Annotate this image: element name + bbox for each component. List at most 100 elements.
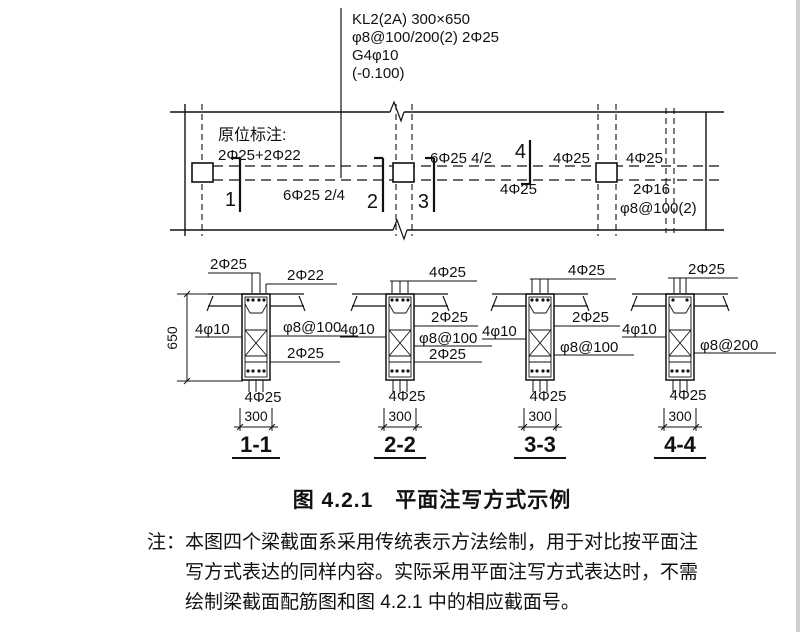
figure-caption: 图 4.2.1 平面注写方式示例 [292,489,572,512]
upper-right-bars-label: 2Φ25 [431,309,468,326]
column [595,162,618,183]
section-2-2 [340,280,492,459]
web-x-pattern [244,329,268,357]
top-bars-label: 4Φ25 [429,264,466,281]
break-tick [206,295,214,312]
section-title: 4-4 [664,432,697,457]
width-dim-text: 300 [244,408,268,424]
web-x-pattern [668,329,692,357]
note-label: 注： [147,532,186,553]
break-symbol [392,218,408,241]
section-mark-1 [231,156,242,212]
mark1-number: 1 [225,189,236,211]
stirrup-topbar-label: φ8@100/200(2) 2Φ25 [352,29,499,46]
note-line: 本图四个梁截面系采用传统表示方法绘制，用于对比按平面注 [185,532,699,553]
rebar-dots [530,298,550,373]
span2-top-bars: 6Φ25 4/2 [430,150,492,167]
bottom-bars-label: 4Φ25 [670,387,707,404]
break-tick [582,295,590,312]
width-dim-text: 300 [528,408,552,424]
rebar-dots [670,298,690,373]
support3-top-right-bars: 4Φ25 [626,150,663,167]
top-left-bars-label: 2Φ25 [210,256,247,273]
scan-page-edge [796,0,800,632]
break-tick [350,295,358,312]
width-dimension [234,408,278,431]
plan-top-edge [170,100,724,123]
break-tick [722,295,730,312]
web-x-pattern [528,329,552,357]
mark4-number: 4 [515,141,526,163]
span1-bottom-bars: 6Φ25 2/4 [283,187,345,204]
stirrup-label: φ8@100 [419,330,477,347]
height-dimension [177,290,243,385]
section-2-2-labels: 4Φ25 2Φ25 4φ10 φ8@100 2Φ25 4Φ25 300 2-2 [340,264,477,457]
stirrup-outline [244,296,268,378]
section-title: 2-2 [384,432,416,457]
column [191,162,214,183]
plan-bottom-edge [170,218,724,241]
break-tick [630,295,638,312]
width-dimension [658,408,702,431]
side-bars-label: 4φ10 [195,321,230,338]
plan-view [170,100,724,241]
upper-right-bars-label: 2Φ25 [572,309,609,326]
width-dim-text: 300 [388,408,412,424]
section-4-4-labels: 2Φ25 4φ10 φ8@200 4Φ25 300 4-4 [622,261,758,457]
section-4-4 [622,277,776,459]
lower-right-bars-label: 2Φ25 [429,346,466,363]
bottom-bars-label: 4Φ25 [389,388,426,405]
bottom-bars-label: 4Φ25 [530,388,567,405]
lower-right-bars-label: 2Φ25 [287,345,324,362]
break-tick [442,295,450,312]
plan-annotations: 原位标注: 2Φ25+2Φ22 6Φ25 2/4 6Φ25 4/2 4Φ25 4… [218,126,697,217]
section-1-1 [177,272,358,459]
mark2-number: 2 [367,191,378,213]
stirrup-outline [668,296,692,378]
stirrup-label: φ8@100 [560,339,618,356]
stirrup-outline [388,296,412,378]
bottom-bars-label: 4Φ25 [245,389,282,406]
span3-bottom-bars: 2Φ16 [633,181,670,198]
rebar-dots [246,298,266,373]
stirrup-outline [528,296,552,378]
mark3-number: 3 [418,191,429,213]
section-mark-2 [374,156,385,212]
elevation-label: (-0.100) [352,65,405,82]
span2-bottom-bars: 4Φ25 [500,181,537,198]
note-line: 写方式表达的同样内容。实际采用平面注写方式表达时，不需 [185,562,699,583]
side-bars-label: 4φ10 [482,323,517,340]
section-title: 3-3 [524,432,556,457]
top-bars-label: 2Φ25 [688,261,725,278]
figure-notes: 注： 本图四个梁截面系采用传统表示方法绘制，用于对比按平面注 写方式表达的同样内… [147,528,747,618]
section-3-3-labels: 4Φ25 2Φ25 4φ10 φ8@100 4Φ25 300 3-3 [482,262,618,457]
side-bars-label: 4φ10 [340,321,375,338]
insitu-title: 原位标注: [218,126,286,144]
width-dim-text: 300 [668,408,692,424]
side-bars-label: 4φ10 [622,321,657,338]
break-symbol [389,100,405,123]
column [392,162,415,183]
width-dimension [518,408,562,431]
section-title: 1-1 [240,432,272,457]
section-3-3 [482,278,634,459]
note-body: 本图四个梁截面系采用传统表示方法绘制，用于对比按平面注 写方式表达的同样内容。实… [185,528,698,618]
collective-annotation-text: KL2(2A) 300×650 φ8@100/200(2) 2Φ25 G4φ10… [352,11,499,82]
width-dimension [378,408,422,431]
beam-annotation-figure: KL2(2A) 300×650 φ8@100/200(2) 2Φ25 G4φ10… [164,8,776,459]
top-right-bars-label: 2Φ22 [287,267,324,284]
span3-stirrup: φ8@100(2) [620,200,697,217]
height-dim-text: 650 [164,326,180,350]
web-x-pattern [388,329,412,357]
side-bar-label: G4φ10 [352,47,398,64]
break-tick [490,295,498,312]
stirrup-label: φ8@200 [700,337,758,354]
stirrup-label: φ8@100 [283,319,341,336]
top-bars-label: 4Φ25 [568,262,605,279]
insitu-value: 2Φ25+2Φ22 [218,147,301,164]
rebar-dots [390,298,410,373]
section-1-1-labels: 2Φ25 2Φ22 4φ10 φ8@100 2Φ25 4Φ25 650 300 … [164,256,341,457]
break-tick [298,295,306,312]
section-mark-4 [521,140,532,186]
